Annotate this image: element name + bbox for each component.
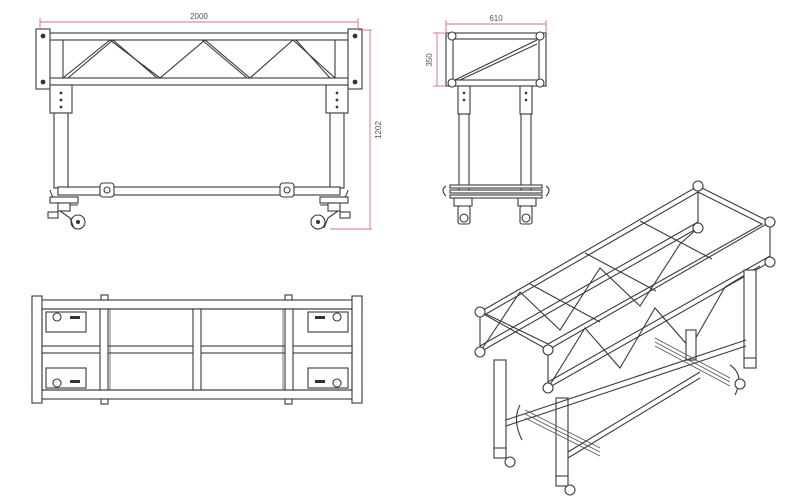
isometric-view <box>474 180 776 496</box>
front-view: 2000 1202 <box>35 12 383 230</box>
side-view: 610 350 <box>425 14 550 225</box>
top-view <box>31 294 363 405</box>
side-width-dimension: 610 <box>489 14 503 23</box>
front-height-dimension: 1202 <box>374 121 383 139</box>
side-height-dimension: 350 <box>425 53 434 67</box>
front-width-dimension: 2000 <box>190 12 208 21</box>
